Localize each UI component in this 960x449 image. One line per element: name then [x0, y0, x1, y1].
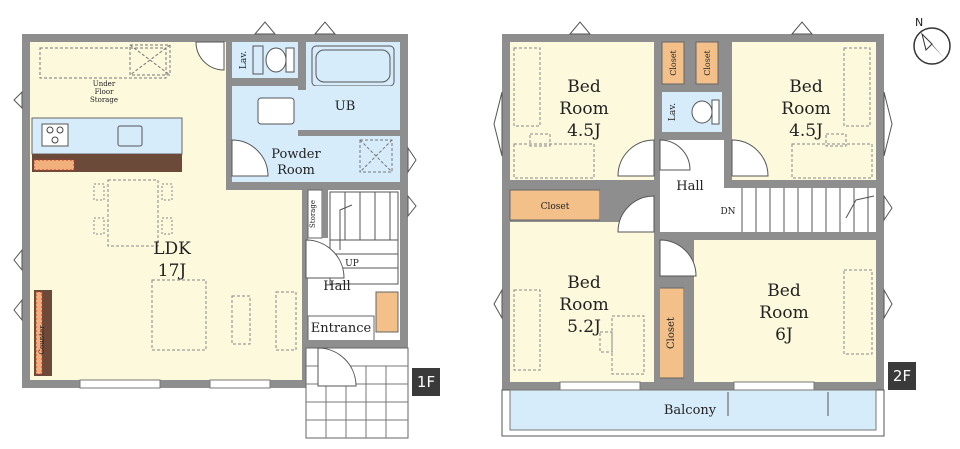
closet-a-label: Closet: [669, 49, 678, 75]
ldk-size: 17J: [158, 261, 187, 281]
closet-d-label: Closet: [666, 317, 677, 349]
stairs-1f: [329, 191, 399, 285]
bedroom-nw-label-2: Room: [559, 99, 608, 119]
door-arc: [617, 139, 655, 177]
balcony-label: Balcony: [664, 403, 717, 418]
ldk-label: LDK: [153, 239, 191, 259]
floor-2-plan: [493, 21, 893, 437]
sofa: [151, 279, 207, 351]
bedroom-sw-label-2: Room: [559, 295, 608, 315]
floor-1-plan: [13, 21, 417, 439]
bedroom-se-label-2: Room: [759, 303, 808, 323]
lav-label-1f: Lav.: [239, 51, 249, 69]
up-label: UP: [345, 259, 359, 269]
closet-b: [695, 41, 719, 85]
wash-basin-icon: [257, 97, 295, 125]
compass-north-label: N: [915, 16, 923, 29]
sink-icon: [117, 125, 143, 147]
bedroom-sw-label-1: Bed: [567, 273, 601, 293]
toilet-icon: [691, 100, 713, 124]
bedroom-nw-size: 4.5J: [567, 121, 601, 141]
bedroom-se-label-1: Bed: [767, 281, 801, 301]
compass-icon: N: [913, 16, 951, 65]
entrance-label: Entrance: [311, 321, 372, 336]
door-arc: [305, 239, 345, 279]
ub-label: UB: [335, 99, 356, 114]
bedroom-ne-label-2: Room: [781, 99, 830, 119]
floor-2-tag: 2F: [888, 362, 916, 390]
furniture-2f: [513, 47, 873, 375]
balcony: [509, 389, 877, 431]
closet-c: [509, 189, 601, 221]
door-arc: [231, 139, 269, 177]
door-arc: [731, 139, 769, 177]
powder-room-label-2: Room: [277, 163, 315, 178]
closet-a: [661, 41, 685, 85]
lav-label-2f: Lav.: [668, 103, 678, 121]
door-arc: [617, 195, 655, 233]
bedroom-ne-size: 4.5J: [789, 121, 823, 141]
door-arc: [659, 239, 697, 277]
floor-1-tag: 1F: [412, 368, 440, 396]
hall-label-1f: Hall: [323, 279, 350, 294]
toilet-icon: [265, 47, 287, 73]
under-floor-storage-box: [39, 47, 167, 79]
under-floor-label-3: Storage: [90, 96, 118, 104]
bedroom-nw-label-1: Bed: [567, 77, 601, 97]
under-floor-label-1: Under: [93, 80, 116, 88]
door-arc: [195, 41, 225, 71]
hall-label-2f: Hall: [676, 179, 703, 194]
dn-label: DN: [720, 207, 735, 217]
under-floor-label-2: Floor: [95, 88, 115, 96]
bedroom-sw-size: 5.2J: [567, 317, 601, 337]
stairs-2f: [741, 188, 875, 236]
bedroom-ne-label-1: Bed: [789, 77, 823, 97]
bedroom-se-size: 6J: [775, 325, 793, 345]
dining-table: [107, 179, 159, 247]
counter-label: Counter: [38, 325, 46, 355]
closet-c-label: Closet: [541, 202, 570, 212]
stove-icon: [41, 123, 69, 147]
closet-b-label: Closet: [703, 49, 712, 75]
bedroom-se: [694, 240, 876, 382]
powder-room-label-1: Powder: [271, 147, 321, 162]
bedroom-sw: [510, 222, 654, 382]
storage-label: Storage: [309, 200, 317, 228]
closet-d: [657, 287, 685, 379]
